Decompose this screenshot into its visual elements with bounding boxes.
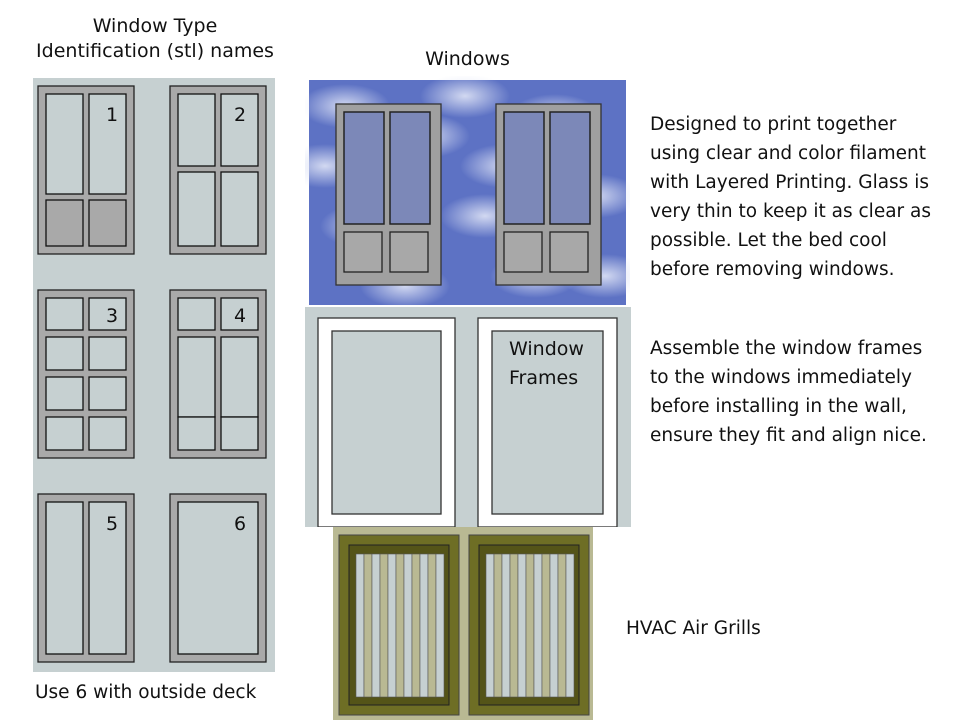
frames-label-line-2: Frames <box>509 367 579 389</box>
grill-slat <box>485 553 495 698</box>
glass-pane <box>220 297 259 331</box>
window-number-6: 6 <box>234 513 247 535</box>
title-line-1: Window Type <box>92 15 218 37</box>
glass-pane <box>45 336 84 371</box>
grill-slat <box>525 553 535 698</box>
glass-pane <box>88 376 127 411</box>
window-frame-inner <box>491 330 604 515</box>
glass-pane <box>177 416 216 451</box>
frames-label-line-1: Window <box>509 338 584 360</box>
grill-slat <box>509 553 519 698</box>
solid-panel <box>549 231 589 273</box>
instruction-line: Designed to print together <box>650 114 897 135</box>
grill-slat <box>427 553 437 698</box>
glass-pane <box>220 336 259 418</box>
grill-slat <box>403 553 413 698</box>
footer-note: Use 6 with outside deck <box>35 682 257 703</box>
window-frames-illustration <box>317 317 618 527</box>
glass-pane <box>177 336 216 418</box>
print-instructions: Designed to print together using clear a… <box>650 110 931 284</box>
title-line-2: Identification (stl) names <box>36 40 274 62</box>
glass-pane <box>88 336 127 371</box>
window-types-illustration <box>37 85 267 663</box>
grill-slat <box>411 553 421 698</box>
solid-panel <box>45 199 84 247</box>
hvac-grills-panel <box>333 527 593 720</box>
instruction-line: with Layered Printing. Glass is <box>650 172 929 193</box>
windows-illustration <box>305 76 630 307</box>
glass-pane <box>45 376 84 411</box>
instruction-line: very thin to keep it as clear as <box>650 201 932 222</box>
grill-slat <box>371 553 381 698</box>
window-number-1: 1 <box>106 104 119 126</box>
glass-pane <box>45 501 84 655</box>
assembly-line: to the windows immediately <box>650 367 912 388</box>
grill-slat <box>549 553 559 698</box>
assembly-line: ensure they fit and align nice. <box>650 425 927 446</box>
assembly-line: before installing in the wall, <box>650 396 907 417</box>
instruction-line: possible. Let the bed cool <box>650 230 887 251</box>
grill-slat <box>379 553 389 698</box>
grill-slat <box>565 553 575 698</box>
instruction-line: before removing windows. <box>650 259 895 280</box>
glass-pane <box>177 93 216 167</box>
windows-title: Windows <box>425 48 510 70</box>
glass-pane <box>549 111 591 225</box>
window-frame-inner <box>331 330 442 515</box>
grill-slat <box>517 553 527 698</box>
glass-pane <box>177 297 216 331</box>
window-number-5: 5 <box>106 513 119 535</box>
solid-panel <box>503 231 543 273</box>
glass-pane <box>343 111 385 225</box>
hvac-grills-illustration <box>338 534 590 716</box>
assembly-line: Assemble the window frames <box>650 338 923 359</box>
window-type-title: Window Type Identification (stl) names <box>20 14 290 64</box>
assembly-instructions: Assemble the window frames to the window… <box>650 334 927 450</box>
grill-slat <box>557 553 567 698</box>
window-number-2: 2 <box>234 104 247 126</box>
glass-pane <box>88 297 127 331</box>
cloud <box>420 76 510 118</box>
hvac-label: HVAC Air Grills <box>626 618 761 639</box>
window-number-4: 4 <box>234 305 247 327</box>
grill-slat <box>493 553 503 698</box>
solid-panel <box>389 231 429 273</box>
solid-panel <box>88 199 127 247</box>
instruction-line: using clear and color filament <box>650 143 927 164</box>
windows-photo <box>305 76 630 307</box>
window-number-3: 3 <box>106 305 119 327</box>
solid-panel <box>343 231 383 273</box>
glass-pane <box>45 93 84 195</box>
glass-pane <box>45 416 84 451</box>
grill-slat <box>501 553 511 698</box>
grill-slat <box>435 553 445 698</box>
grill-slat <box>419 553 429 698</box>
glass-pane <box>88 416 127 451</box>
glass-pane <box>88 93 127 195</box>
glass-pane <box>220 171 259 247</box>
frames-panel: Window Frames <box>305 307 631 527</box>
frames-label: Window Frames <box>509 335 584 393</box>
glass-pane <box>503 111 545 225</box>
glass-pane <box>177 171 216 247</box>
glass-pane <box>220 416 259 451</box>
glass-pane <box>220 93 259 167</box>
grill-slat <box>387 553 397 698</box>
glass-pane <box>88 501 127 655</box>
grill-slat <box>395 553 405 698</box>
grill-slat <box>355 553 365 698</box>
glass-pane <box>177 501 259 655</box>
glass-pane <box>389 111 431 225</box>
glass-pane <box>45 297 84 331</box>
grill-slat <box>533 553 543 698</box>
window-types-panel: 1 2 3 4 5 6 <box>33 78 275 672</box>
grill-slat <box>541 553 551 698</box>
grill-slat <box>363 553 373 698</box>
